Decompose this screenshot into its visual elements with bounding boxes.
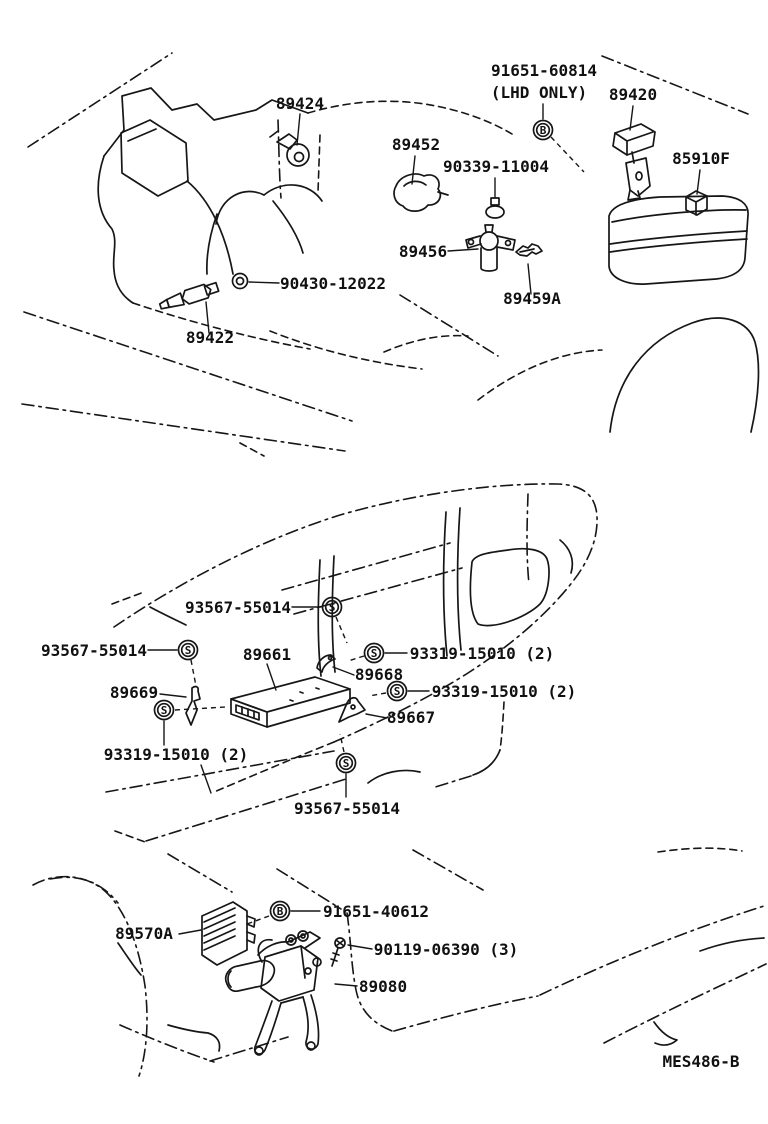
part-label-89080: 89080 <box>359 977 407 996</box>
screw-symbol-s5: S <box>386 680 408 702</box>
part-vsv-89452 <box>393 173 449 212</box>
part-label-89420: 89420 <box>609 85 657 104</box>
screw-s-glyph: S <box>161 704 168 717</box>
part-label-85910F: 85910F <box>672 149 730 168</box>
part-label-91651-60814: 91651-60814 <box>491 61 597 80</box>
middle-leader-lines <box>147 606 430 798</box>
part-label-89452: 89452 <box>392 135 440 154</box>
fender-linework <box>32 830 767 1077</box>
bottom-part-labels: 91651-40612 89570A 90119-06390 (3) 89080… <box>115 902 740 1071</box>
part-relay-box-85910F <box>608 190 749 285</box>
part-label-89570A: 89570A <box>115 924 173 943</box>
part-label-93567-left: 93567-55014 <box>41 641 147 660</box>
screw-symbol-s3: S <box>153 699 175 721</box>
top-part-labels: 89424 91651-60814 (LHD ONLY) 89420 85910… <box>186 61 730 347</box>
screw-s-glyph: S <box>394 685 401 698</box>
part-label-90339-11004: 90339-11004 <box>443 157 549 176</box>
part-label-89424: 89424 <box>276 94 324 113</box>
diagram-code: MES486-B <box>662 1052 739 1071</box>
part-label-93567-top: 93567-55014 <box>185 598 291 617</box>
bottom-leader-lines <box>178 910 373 987</box>
part-label-89459A: 89459A <box>503 289 561 308</box>
part-label-89669: 89669 <box>110 683 158 702</box>
screw-symbol-s6: S <box>335 752 357 774</box>
part-bolt-90119 <box>330 937 346 967</box>
screw-symbol-s2: S <box>177 639 199 661</box>
callout-b-top: B <box>540 124 547 137</box>
screw-symbol-s4: S <box>363 642 385 664</box>
part-clip-89459A <box>515 243 543 257</box>
bolt-b-glyph: B <box>277 905 284 918</box>
screw-s-glyph: S <box>343 757 350 770</box>
part-label-93567-bottom: 93567-55014 <box>294 799 400 818</box>
screw-s-glyph: S <box>329 601 336 614</box>
middle-part-labels: 93567-55014 93567-55014 89661 89669 9331… <box>41 598 576 818</box>
part-label-89456: 89456 <box>399 242 447 261</box>
part-cam-sensor-89456 <box>465 224 516 272</box>
part-label-89667: 89667 <box>387 708 435 727</box>
part-washer-90430 <box>231 272 249 290</box>
screw-s-glyph: S <box>371 647 378 660</box>
part-grommet-90339 <box>485 197 505 219</box>
dashboard-linework <box>105 483 743 853</box>
bolt-symbol-b2: B <box>269 900 291 922</box>
part-bracket-89668 <box>316 654 336 673</box>
part-label-93319-right2: 93319-15010 (2) <box>432 682 577 701</box>
part-temp-sensor-89422 <box>158 281 220 310</box>
part-label-91651-40612: 91651-40612 <box>323 902 429 921</box>
middle-callout-symbols: S S S S S S <box>153 596 408 774</box>
top-leader-lines <box>205 103 701 334</box>
part-knock-sensor-89424 <box>269 130 310 167</box>
engine-bay-linework <box>21 52 760 457</box>
part-label-89422: 89422 <box>186 328 234 347</box>
screw-s-glyph: S <box>185 644 192 657</box>
screw-symbol-s1: S <box>321 596 343 618</box>
part-label-lhd-only: (LHD ONLY) <box>491 83 587 102</box>
part-computer-89570A <box>201 901 256 966</box>
part-label-89668: 89668 <box>355 665 403 684</box>
part-actuator-89080 <box>224 930 322 1056</box>
top-callout-symbols: B <box>532 119 554 141</box>
part-bracket-89667 <box>338 697 366 723</box>
part-ecu-89661 <box>230 676 351 728</box>
part-label-89661: 89661 <box>243 645 291 664</box>
part-label-90119-06390: 90119-06390 (3) <box>374 940 519 959</box>
part-map-sensor-89420 <box>612 123 656 201</box>
part-label-90430-12022: 90430-12022 <box>280 274 386 293</box>
part-label-93319-right1: 93319-15010 (2) <box>410 644 555 663</box>
bottom-callout-symbols: B <box>269 900 291 922</box>
part-label-93319-left: 93319-15010 (2) <box>104 745 249 764</box>
part-bracket-89669 <box>185 685 201 726</box>
